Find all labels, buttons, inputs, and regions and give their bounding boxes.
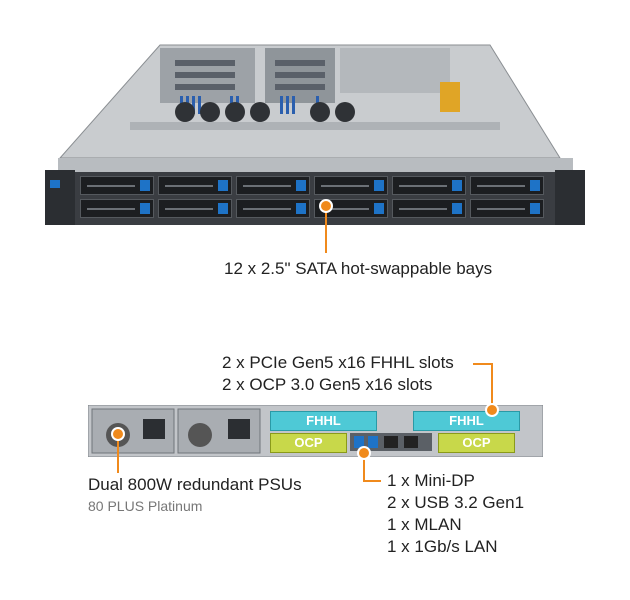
psu-sublabel: 80 PLUS Platinum: [88, 498, 203, 514]
expansion-leader-horizontal: [473, 363, 493, 365]
io-label-line-1: 1 x Mini-DP: [387, 471, 475, 490]
ocp-slot-left: OCP: [270, 433, 347, 453]
drive-bay-handle: [165, 185, 213, 187]
drive-bay-latch: [296, 180, 306, 191]
psu-leader-line: [117, 433, 119, 473]
drive-bay: [80, 199, 154, 218]
drive-bay: [470, 199, 544, 218]
drive-bay-handle: [321, 185, 369, 187]
fhhl-slot-left: FHHL: [270, 411, 377, 431]
drive-bay: [392, 176, 466, 195]
io-label-line-2: 2 x USB 3.2 Gen1: [387, 493, 525, 512]
drive-bay-handle: [87, 185, 135, 187]
bays-leader-line: [325, 205, 327, 253]
drive-bay: [470, 176, 544, 195]
drive-bay-handle: [87, 208, 135, 210]
drive-bay: [314, 176, 388, 195]
rear-server-illustration: FHHL FHHL OCP OCP: [88, 405, 543, 457]
psu-leader-dot: [111, 427, 125, 441]
drive-bay-latch: [218, 180, 228, 191]
drive-bay-latch: [452, 203, 462, 214]
expansion-label-line-1: 2 x PCIe Gen5 x16 FHHL slots: [222, 353, 454, 372]
io-label-line-3: 1 x MLAN: [387, 515, 462, 534]
psu-label: Dual 800W redundant PSUs: [88, 475, 302, 494]
drive-bay: [236, 176, 310, 195]
drive-bay-handle: [165, 208, 213, 210]
fhhl-slot-right: FHHL: [413, 411, 520, 431]
expansion-label-line-2: 2 x OCP 3.0 Gen5 x16 slots: [222, 375, 433, 394]
drive-bay-handle: [243, 185, 291, 187]
drive-bay-latch: [530, 203, 540, 214]
drive-bay: [80, 176, 154, 195]
drive-bay-latch: [296, 203, 306, 214]
drive-bay-latch: [530, 180, 540, 191]
drive-bay-handle: [477, 208, 525, 210]
io-leader-vertical: [363, 452, 365, 482]
drive-bay-handle: [321, 208, 369, 210]
drive-bay: [158, 199, 232, 218]
drive-bay: [236, 199, 310, 218]
drive-bays: [80, 176, 550, 218]
bays-label: 12 x 2.5" SATA hot-swappable bays: [224, 259, 493, 278]
expansion-leader-dot: [485, 403, 499, 417]
drive-bay-latch: [218, 203, 228, 214]
io-leader-horizontal: [363, 480, 381, 482]
front-server-illustration: [0, 0, 630, 240]
drive-bay-handle: [399, 208, 447, 210]
expansion-leader-vertical: [491, 363, 493, 411]
drive-bay-handle: [477, 185, 525, 187]
drive-bay-handle: [399, 185, 447, 187]
drive-bay-latch: [374, 180, 384, 191]
bays-leader-dot: [319, 199, 333, 213]
drive-bay-latch: [140, 180, 150, 191]
drive-bay: [392, 199, 466, 218]
drive-bay: [158, 176, 232, 195]
ocp-slot-right: OCP: [438, 433, 515, 453]
drive-bay-handle: [243, 208, 291, 210]
io-label-line-4: 1 x 1Gb/s LAN: [387, 537, 498, 556]
drive-bay-latch: [452, 180, 462, 191]
drive-bay-latch: [140, 203, 150, 214]
io-leader-dot: [357, 446, 371, 460]
drive-bay-latch: [374, 203, 384, 214]
